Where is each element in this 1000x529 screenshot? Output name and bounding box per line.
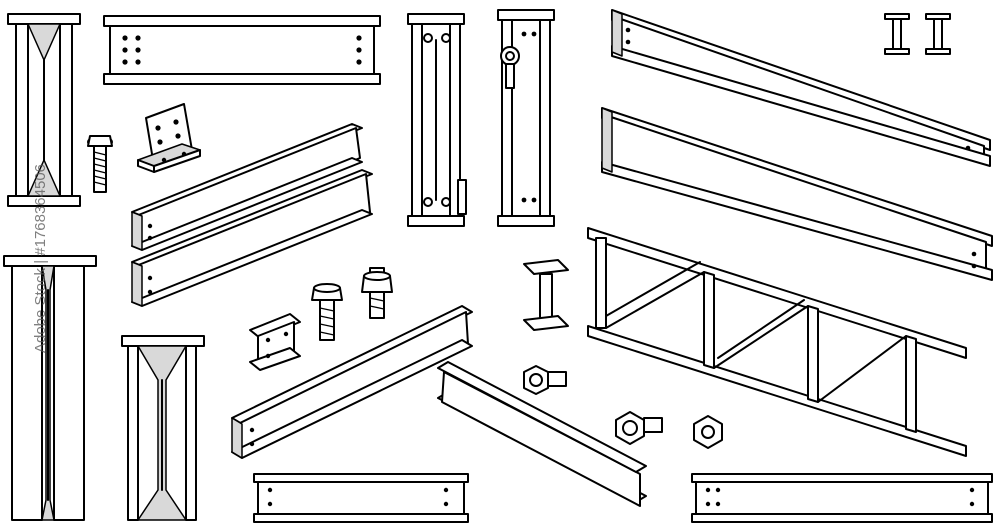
vertical-ibeam-column-left: [3, 255, 97, 521]
long-diagonal-ibeam-right: [601, 107, 993, 281]
vertical-ibeam-top-left: [7, 13, 81, 207]
short-i-section-center: [523, 259, 569, 331]
diagonal-ibeam-bottom-center: [437, 361, 647, 507]
vertical-ibeam-bolted-center-left: [407, 13, 467, 227]
stock-watermark: Adobe Stock | #1768364506: [32, 163, 50, 354]
horizontal-ibeam-bottom-center: [253, 473, 469, 523]
diagonal-ibeam-upper: [131, 123, 363, 251]
diagonal-ibeam-lower: [131, 169, 373, 307]
bolt-left: [87, 135, 113, 193]
bolt-hex-lower: [615, 411, 663, 445]
steel-truss: [587, 227, 967, 457]
vertical-ibeam-column-lower: [121, 335, 205, 521]
angle-bracket-plate: [137, 103, 201, 173]
horizontal-ibeam-bottom-right: [691, 473, 993, 523]
bolt-hex-center: [523, 365, 567, 395]
hex-nut: [693, 415, 723, 449]
small-i-block-center: [249, 313, 301, 371]
small-i-sections-top-right: [884, 13, 951, 55]
bolts-with-nuts-center: [311, 267, 393, 341]
horizontal-ibeam-top: [103, 15, 381, 85]
diagonal-ibeam-lower-center: [231, 305, 473, 459]
long-diagonal-ibeam-top-right: [611, 9, 991, 167]
vertical-ibeam-with-lug: [497, 9, 555, 227]
